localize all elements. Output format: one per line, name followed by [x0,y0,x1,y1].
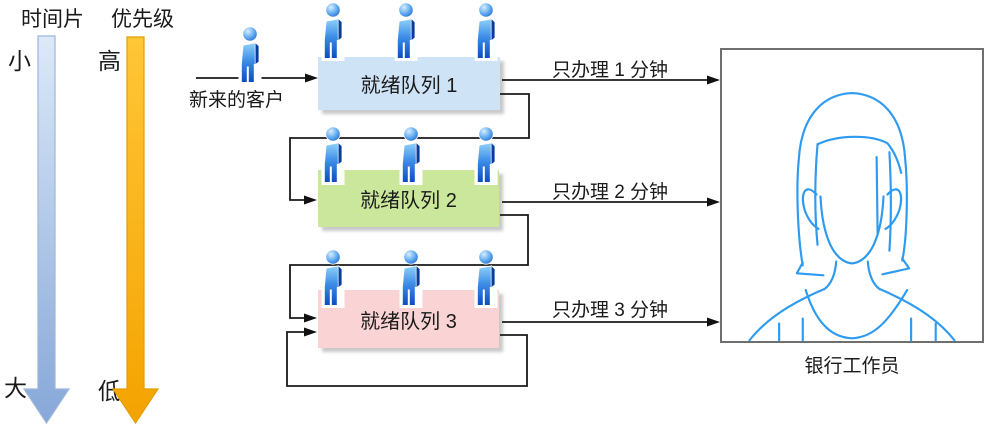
time-slice-large-label: 大 [4,375,27,401]
priority-low-label: 低 [98,378,121,404]
incoming-customer-label: 新来的客户 [189,90,285,111]
new-customer-arrow [196,73,318,83]
ready-queue-3-box: 就绪队列 3 [318,290,499,348]
person-icon [393,2,419,62]
time-slice-down-arrow-icon [22,35,71,425]
bank-worker-label: 银行工作员 [804,356,900,377]
priority-high-label: 高 [98,48,121,74]
person-icon [473,2,499,62]
time-slice-small-label: 小 [8,48,31,74]
priority-down-arrow-icon [111,36,160,425]
priority-title: 优先级 [111,8,174,31]
time-slice-title: 时间片 [21,8,84,31]
ready-queue-2-box: 就绪队列 2 [318,170,499,227]
person-icon [237,26,263,86]
bank-worker-portrait-icon [748,91,956,342]
bank-worker-box [720,48,984,343]
service-3-label: 只办理 3 分钟 [551,300,669,321]
ready-queue-3-label: 就绪队列 3 [360,310,457,333]
service-1-label: 只办理 1 分钟 [551,60,669,81]
person-icon [320,2,346,62]
service-2-label: 只办理 2 分钟 [551,182,669,203]
ready-queue-2-label: 就绪队列 2 [360,190,457,212]
ready-queue-1-box: 就绪队列 1 [318,57,500,110]
ready-queue-1-label: 就绪队列 1 [360,75,458,97]
